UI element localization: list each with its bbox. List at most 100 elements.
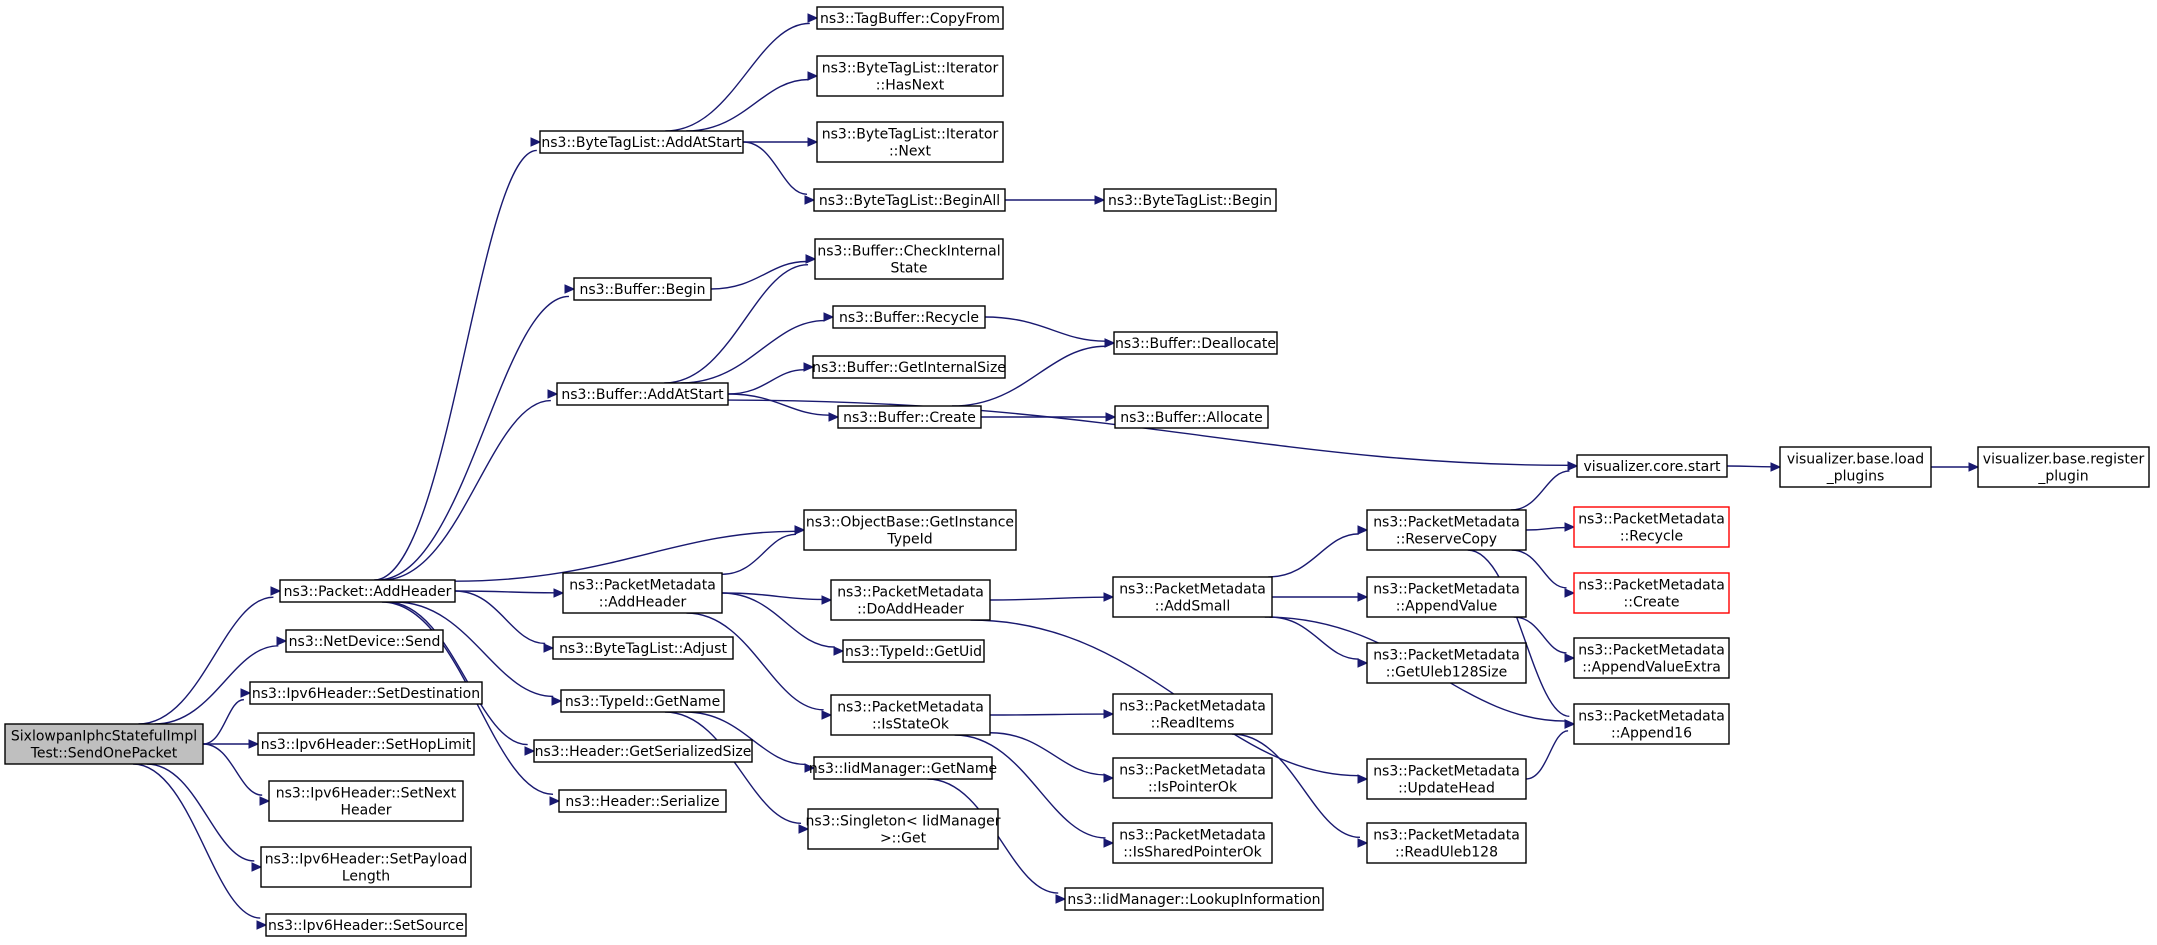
node-box [837,405,982,429]
node-pm_appendvalue[interactable]: ns3::PacketMetadata::AppendValue [1366,576,1527,618]
node-label-line: ns3::Buffer::AddAtStart [561,387,724,403]
edge-vis_base_load-to-vis_base_register [1930,462,1980,472]
node-btl_addatstart[interactable]: ns3::ByteTagList::AddAtStart [539,130,744,154]
node-box [803,509,1017,551]
node-pm_ispointerok[interactable]: ns3::PacketMetadata::IsPointerOk [1112,757,1273,799]
edge-btl_addatstart-to-btl_it_next [743,137,819,147]
node-root[interactable]: SixlowpanIphcStatefulImplTest::SendOnePa… [4,723,204,765]
edge-line [1513,616,1567,654]
node-iid_lookup[interactable]: ns3::IidManager::LookupInformation [1064,887,1324,911]
node-box [279,579,456,603]
edge-arrowhead [1357,774,1369,784]
edge-pm_addheader-to-pm_isstateok [686,612,833,720]
edge-pm_isstateok-to-pm_issharedptrok [954,734,1115,848]
node-pm_getuleb[interactable]: ns3::PacketMetadata::GetUleb128Size [1366,642,1527,684]
edge-root-to-ipv6_setdest [202,688,252,745]
node-label-line: ::Recycle [1620,529,1683,545]
edge-arrowhead [1564,522,1576,532]
node-label-line: visualizer.base.load [1787,452,1924,468]
edge-arrowhead [807,71,819,81]
node-vis_base_register[interactable]: visualizer.base.register_plugin [1977,446,2150,488]
node-buf_begin[interactable]: ns3::Buffer::Begin [573,277,712,301]
node-buf_getinternalsize[interactable]: ns3::Buffer::GetInternalSize [812,355,1006,379]
edge-line [1510,470,1570,511]
edge-line [146,763,255,862]
node-label-line: Header [341,803,392,819]
node-pm_addheader[interactable]: ns3::PacketMetadata::AddHeader [562,572,723,614]
edge-pm_reservecopy-to-pm_create [1511,549,1576,598]
node-btl_beginall[interactable]: ns3::ByteTagList::BeginAll [813,188,1006,212]
node-vis_base_load[interactable]: visualizer.base.load_plugins [1779,446,1932,488]
node-pm_create[interactable]: ns3::PacketMetadata::Create [1573,572,1730,614]
node-ipv6_sethop[interactable]: ns3::Ipv6Header::SetHopLimit [257,732,475,756]
node-pm_issharedptrok[interactable]: ns3::PacketMetadata::IsSharedPointerOk [1112,822,1273,864]
node-pm_appendvalueextra[interactable]: ns3::PacketMetadata::AppendValueExtra [1573,637,1730,679]
node-btl_it_hasnext[interactable]: ns3::ByteTagList::Iterator::HasNext [816,55,1004,97]
node-box [249,681,483,705]
node-typeid_getname[interactable]: ns3::TypeId::GetName [560,689,725,713]
node-label-line: ns3::Buffer::Recycle [839,310,979,326]
edge-arrowhead [276,636,288,646]
node-pm_readitems[interactable]: ns3::PacketMetadata::ReadItems [1112,693,1273,735]
node-pm_addsmall[interactable]: ns3::PacketMetadata::AddSmall [1112,576,1273,618]
edge-arrowhead [1103,838,1115,848]
node-netdev_send[interactable]: ns3::NetDevice::Send [285,629,444,653]
node-pm_reservecopy[interactable]: ns3::PacketMetadata::ReserveCopy [1366,509,1527,551]
node-iid_getname[interactable]: ns3::IidManager::GetName [809,756,997,780]
edge-btl_addatstart-to-btl_beginall [742,141,816,205]
edge-arrowhead [551,696,563,706]
edge-line [1231,733,1361,839]
node-label-line: ns3::PacketMetadata [1578,643,1725,659]
node-pm_updatehead[interactable]: ns3::PacketMetadata::UpdateHead [1366,758,1527,800]
node-btl_adjust[interactable]: ns3::ByteTagList::Adjust [552,636,734,660]
node-btl_it_next[interactable]: ns3::ByteTagList::Iterator::Next [816,121,1004,163]
edge-line [721,592,835,648]
node-box [285,629,444,653]
node-ipv6_setsource[interactable]: ns3::Ipv6Header::SetSource [265,913,467,937]
node-label-line: ns3::PacketMetadata [837,585,984,601]
edge-btl_beginall-to-btl_begin [1005,195,1106,205]
node-buf_recycle[interactable]: ns3::Buffer::Recycle [832,305,986,329]
node-box [1366,822,1527,864]
node-pkt_addheader[interactable]: ns3::Packet::AddHeader [279,579,456,603]
node-ipv6_setdest[interactable]: ns3::Ipv6Header::SetDestination [249,681,483,705]
edge-line [989,596,1105,601]
node-buf_deallocate[interactable]: ns3::Buffer::Deallocate [1113,331,1278,355]
node-hdr_getsersize[interactable]: ns3::Header::GetSerializedSize [533,739,753,763]
edge-arrowhead [564,284,576,294]
node-pm_isstateok[interactable]: ns3::PacketMetadata::IsStateOk [830,694,991,736]
edge-line [680,319,825,384]
node-pm_readuleb[interactable]: ns3::PacketMetadata::ReadUleb128 [1366,822,1527,864]
edge-arrowhead [1357,838,1369,848]
node-label-line: ::AppendValueExtra [1582,660,1721,676]
node-hdr_serialize[interactable]: ns3::Header::Serialize [558,789,727,813]
node-vis_core_start[interactable]: visualizer.core.start [1576,454,1728,478]
node-buf_allocate[interactable]: ns3::Buffer::Allocate [1114,405,1269,429]
node-label-line: ns3::Header::Serialize [565,794,719,810]
node-label-line: ns3::PacketMetadata [1373,764,1520,780]
node-pm_doaddheader[interactable]: ns3::PacketMetadata::DoAddHeader [830,579,991,621]
node-typeid_getuid[interactable]: ns3::TypeId::GetUid [842,639,985,663]
edge-line [686,612,824,711]
edge-line [1268,533,1359,578]
edge-arrowhead [823,312,835,322]
node-label-line: visualizer.base.register [1983,452,2145,468]
edge-arrowhead [251,862,263,872]
node-tagbuf_copyfrom[interactable]: ns3::TagBuffer::CopyFrom [816,6,1004,30]
node-buf_create[interactable]: ns3::Buffer::Create [837,405,982,429]
node-label-line: ns3::PacketMetadata [1119,763,1266,779]
node-box [814,238,1004,280]
edge-line [727,399,1569,467]
node-pm_recycle[interactable]: ns3::PacketMetadata::Recycle [1573,506,1730,548]
node-singleton_get[interactable]: ns3::Singleton< IidManager>::Get [806,808,1001,850]
node-label-line: SixlowpanIphcStatefulImpl [11,729,197,745]
edge-buf_addatstart-to-buf_getinternalsize [727,362,815,395]
node-btl_begin[interactable]: ns3::ByteTagList::Begin [1103,188,1277,212]
node-buf_addatstart[interactable]: ns3::Buffer::AddAtStart [556,382,729,406]
node-pm_append16[interactable]: ns3::PacketMetadata::Append16 [1573,703,1730,745]
edge-pm_addheader-to-pm_doaddheader [721,592,833,605]
